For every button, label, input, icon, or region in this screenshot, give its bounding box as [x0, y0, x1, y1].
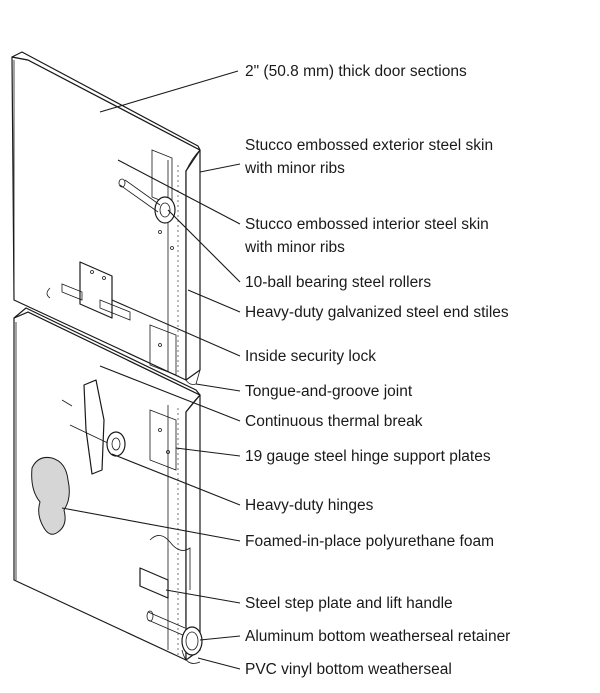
label-rollers: 10-ball bearing steel rollers	[245, 274, 432, 291]
label-weatherseal: PVC vinyl bottom weatherseal	[245, 661, 452, 678]
upper-door-section	[11, 51, 201, 385]
label-thermal-break: Continuous thermal break	[245, 413, 423, 430]
label-foam: Foamed-in-place polyurethane foam	[245, 533, 494, 550]
upper-hardware	[46, 149, 176, 321]
label-thick-door-sections: 2" (50.8 mm) thick door sections	[245, 63, 467, 80]
label-hinges: Heavy-duty hinges	[245, 497, 374, 514]
lower-door-section	[13, 307, 201, 661]
leader-lines	[61, 70, 241, 670]
lower-hardware	[31, 324, 203, 664]
label-security-lock: Inside security lock	[245, 348, 376, 365]
label-step-plate: Steel step plate and lift handle	[245, 595, 453, 612]
label-hinge-plates: 19 gauge steel hinge support plates	[245, 448, 491, 465]
label-retainer: Aluminum bottom weatherseal retainer	[245, 628, 511, 645]
label-end-stiles: Heavy-duty galvanized steel end stiles	[245, 304, 509, 321]
label-tongue-groove: Tongue-and-groove joint	[245, 383, 413, 400]
